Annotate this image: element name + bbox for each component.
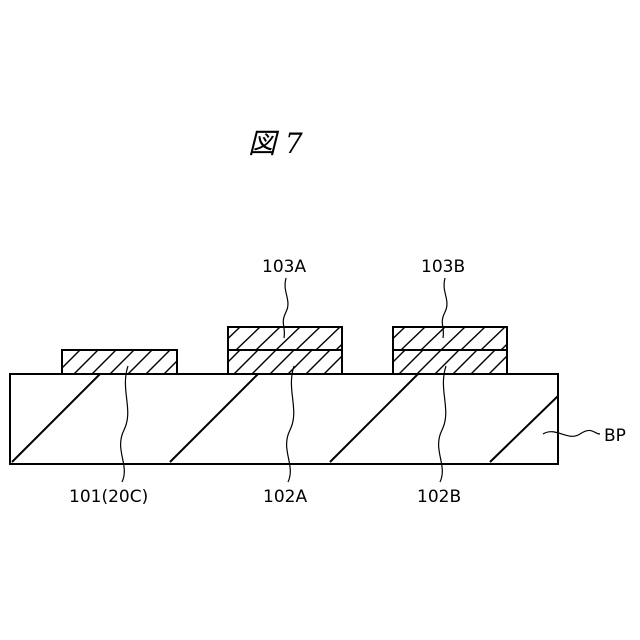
base-plate-bp: [10, 374, 558, 464]
layer-103a: [216, 327, 360, 350]
layer-102b: [381, 350, 531, 374]
label-102a: 102A: [263, 487, 307, 507]
label-103a: 103A: [262, 257, 306, 277]
label-103b: 103B: [421, 257, 465, 277]
layer-103b: [381, 327, 525, 350]
layer-102a: [216, 350, 366, 374]
figure-title: 図 7: [248, 127, 303, 160]
label-101-20c: 101(20C): [69, 487, 148, 507]
label-102b: 102B: [417, 487, 461, 507]
label-bp: BP: [604, 426, 626, 446]
